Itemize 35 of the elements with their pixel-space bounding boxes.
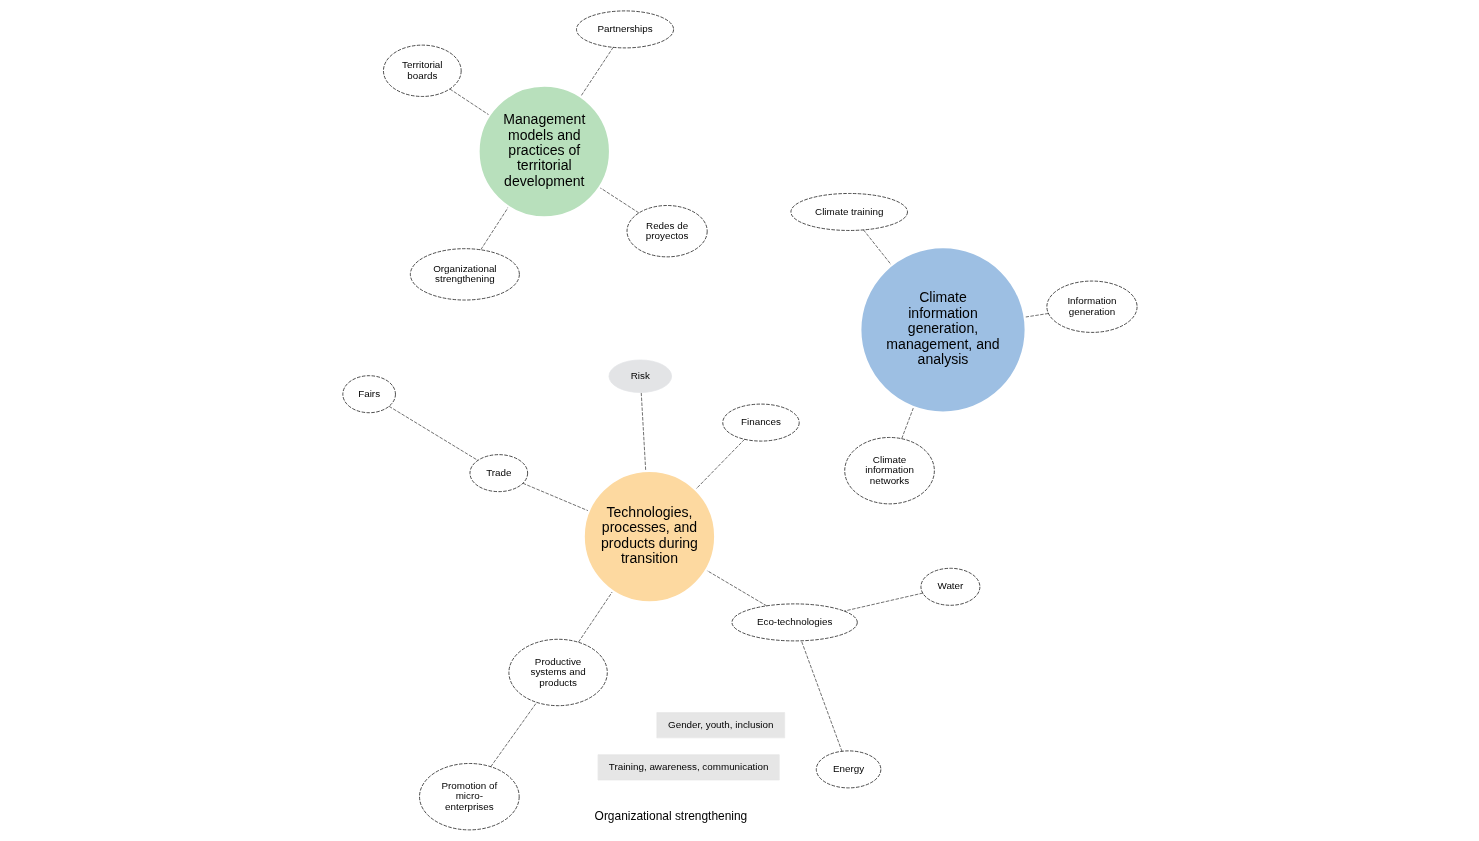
label: Organizational strengthening <box>594 809 747 824</box>
connector <box>694 439 745 490</box>
node-ellipse: Fairs <box>341 375 396 414</box>
node-ellipse: Energy <box>815 750 881 789</box>
connector <box>449 88 490 116</box>
node-ellipse: Productive systems and products <box>508 638 608 707</box>
node-ellipse: Trade <box>469 454 528 492</box>
node-circle: Management models and practices of territorial development <box>477 84 611 219</box>
node-ellipse: Climate training <box>790 193 908 231</box>
node-box: Training, awareness, communication <box>597 754 780 781</box>
node-circle: Climate information generation, management, and analysis <box>858 246 1027 414</box>
connector <box>800 640 842 752</box>
node-ellipse: Partnerships <box>575 10 674 49</box>
connector <box>705 569 767 607</box>
node-ellipse: Information generation <box>1046 280 1137 333</box>
node-ellipse: Finances <box>721 403 800 442</box>
connector <box>388 406 478 461</box>
node-ellipse: Eco-technologies <box>731 603 858 642</box>
connector <box>480 206 509 250</box>
node-ellipse: Redes de proyectos <box>626 205 708 258</box>
node-ellipse: Organizational strengthening <box>409 248 520 301</box>
connector <box>489 702 537 767</box>
node-box: Gender, youth, inclusion <box>656 712 785 739</box>
connector <box>900 406 914 439</box>
node-ellipse: Water <box>920 567 980 606</box>
connector <box>579 47 613 97</box>
node-circle: Technologies, processes, and products during transition <box>582 469 716 604</box>
node-ellipse: Risk <box>608 359 672 393</box>
connector <box>598 186 639 214</box>
connector <box>862 229 892 266</box>
connector <box>522 482 589 512</box>
connector <box>843 592 923 612</box>
node-ellipse: Territorial boards <box>382 44 462 97</box>
node-ellipse: Climate information networks <box>843 437 935 505</box>
node-ellipse: Promotion of micro-enterprises <box>418 763 520 831</box>
